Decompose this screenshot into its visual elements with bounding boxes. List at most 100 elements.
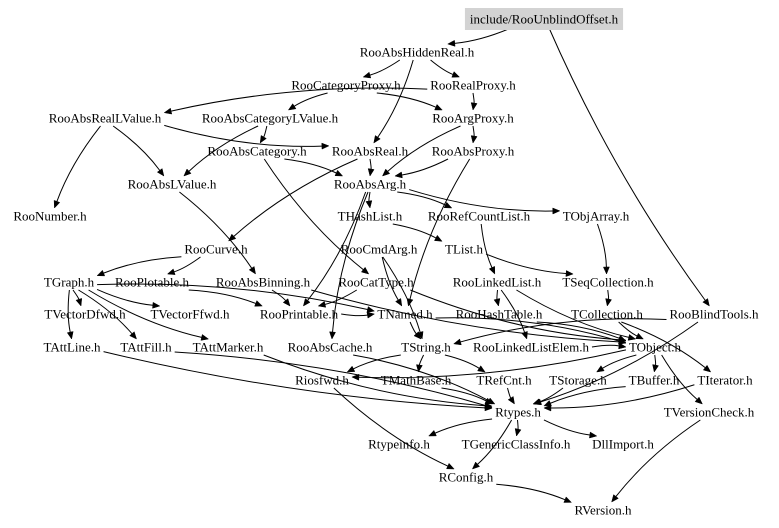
arrowhead-tobject-h — [617, 335, 627, 342]
arrowhead-rooprintable-h — [282, 298, 291, 307]
edge-tnamed-h-to-tstring-h — [409, 321, 417, 335]
node-tvectorffwd-h: TVectorFfwd.h — [150, 307, 230, 322]
edge-rooabsreallvalue-h-to-rooabslvalue-h — [112, 125, 161, 171]
arrowhead-tobject-h — [618, 342, 627, 350]
edge-rooabsreal-h-to-rooabsarg-h — [369, 158, 372, 170]
node-rooabsproxy-h: RooAbsProxy.h — [432, 144, 515, 159]
edge-rooabshiddenreal-h-to-roorealproxy-h — [430, 59, 454, 75]
node-dllimport-h: DllImport.h — [592, 437, 654, 452]
edge-tstorage-h-to-rtypes-h — [539, 387, 564, 403]
node-rooabsreal-h: RooAbsReal.h — [332, 144, 409, 159]
arrowhead-tnamed-h — [366, 306, 376, 313]
node-tmathbase-h: TMathBase.h — [381, 373, 452, 388]
dependency-nodes: include/RooUnblindOffset.hRooAbsHiddenRe… — [13, 8, 759, 518]
edge-rooargproxy-h-to-rooabsarg-h — [387, 125, 461, 172]
edge-rooabshiddenreal-h-to-rooabsreal-h — [377, 59, 414, 138]
node-roolinkedlist-h: RooLinkedList.h — [453, 275, 542, 290]
edge-rooabsproxy-h-to-tnamed-h — [409, 158, 471, 300]
edge-tgraph-h-to-tvectordfwd-h — [72, 289, 80, 300]
arrowhead-roocategoryproxy-h — [362, 71, 372, 79]
edge-roolinkedlist-h-to-roohashtable-h — [496, 289, 498, 300]
edge-rconfig-h-to-rversion-h — [496, 483, 566, 501]
arrowhead-rooprintable-h — [317, 301, 327, 308]
edge-rooabscategory-h-to-rooabsarg-h — [284, 158, 337, 174]
edge-rooabsbinning-h-to-rooprintable-h — [271, 289, 286, 301]
arrowhead-roolinkedlistelem-h — [521, 331, 528, 340]
arrowhead-rooabslvalue-h — [183, 168, 192, 177]
arrowhead-tobject-h — [635, 332, 644, 340]
edge-tmathbase-h-to-rtypes-h — [441, 387, 487, 402]
arrowhead-roohashtable-h — [493, 298, 501, 307]
arrowhead-rooabscategorylvalue-h — [287, 103, 297, 111]
edge-rooabscategorylvalue-h-to-rooabscategory-h — [263, 125, 268, 138]
edge-tstring-h-to-riosfwd-h — [353, 354, 401, 370]
arrowhead-roocattype-h — [360, 266, 370, 275]
node-tseqcollection-h: TSeqCollection.h — [562, 275, 654, 290]
edge-tgraph-h-to-tattfill-h — [78, 289, 133, 335]
node-tcollection-h: TCollection.h — [571, 307, 643, 322]
arrowhead-rooprintable-h — [302, 298, 311, 307]
edge-trefcnt-h-to-rtypes-h — [507, 387, 512, 399]
arrowhead-rooprintable-h — [254, 300, 263, 307]
arrowhead-tnamed-h — [395, 298, 403, 307]
node-tbuffer-h: TBuffer.h — [629, 373, 680, 388]
arrowhead-rooabsreal-h — [373, 135, 381, 144]
node-rooabscache-h: RooAbsCache.h — [288, 340, 373, 355]
arrowhead-rtypes-h — [532, 398, 541, 405]
edge-roocmdarg-h-to-tnamed-h — [381, 256, 399, 301]
edge-rooblindtools-h-to-rtypes-h — [540, 321, 699, 403]
node-rooplotable-h: RooPlotable.h — [115, 275, 190, 290]
edge-roolinkedlist-h-to-tobject-h — [516, 289, 629, 338]
node-rooabscategorylvalue-h: RooAbsCategoryLValue.h — [202, 111, 339, 126]
node-tgenericclassinfo-h: TGenericClassInfo.h — [462, 437, 571, 452]
edge-roocategoryproxy-h-to-rooabscategorylvalue-h — [294, 92, 328, 107]
node-riosfwd-h: Riosfwd.h — [295, 373, 349, 388]
edge-rooabscache-h-to-rtypes-h — [353, 354, 489, 402]
edge-roorealproxy-h-to-rooargproxy-h — [472, 92, 475, 104]
edge-rooabsarg-h-to-rooprintable-h — [307, 191, 367, 301]
edge-roohashtable-h-to-tobject-h — [536, 321, 620, 339]
arrowhead-tseqcollection-h — [565, 270, 574, 277]
edge-tcollection-h-to-titerator-h — [621, 321, 706, 369]
arrowhead-rooabshiddenreal-h — [447, 39, 456, 47]
node-roohashtable-h: RooHashTable.h — [456, 307, 543, 322]
edge-roocurve-h-to-rooplotable-h — [174, 256, 201, 273]
arrowhead-titerator-h — [702, 364, 712, 373]
edge-tversioncheck-h-to-rversion-h — [615, 419, 701, 497]
node-rooprintable-h: RooPrintable.h — [260, 307, 339, 322]
arrowhead-rversion-h — [563, 496, 573, 503]
node-tattfill-h: TAttFill.h — [120, 340, 172, 355]
edge-rooabsreallvalue-h-to-rooabsreal-h — [164, 124, 322, 147]
arrowhead-rooabsarg-h — [334, 169, 344, 177]
arrowhead-dllimport-h — [589, 431, 598, 439]
arrowhead-roonumber-h — [53, 200, 61, 209]
arrowhead-tversioncheck-h — [694, 396, 703, 405]
edge-rooprintable-h-to-tnamed-h — [341, 313, 368, 317]
arrowhead-rtypes-h — [484, 402, 493, 410]
edge-roorealproxy-h-to-rooabsreallvalue-h — [170, 87, 428, 112]
arrowhead-tseqcollection-h — [603, 266, 610, 275]
arrowhead-tattfill-h — [129, 331, 137, 340]
node-trefcnt-h: TRefCnt.h — [476, 373, 532, 388]
edge-rooplotable-h-to-rooprintable-h — [188, 289, 256, 304]
edge-roocategoryproxy-h-to-rooargproxy-h — [376, 92, 437, 108]
root-node-box — [464, 8, 624, 30]
edge-tattfill-h-to-rtypes-h — [174, 351, 486, 406]
node-include-roounblindoffset-h: include/RooUnblindOffset.h — [470, 12, 619, 27]
arrowhead-rooabsarg-h — [367, 168, 375, 177]
node-thashlist-h: THashList.h — [338, 209, 403, 224]
node-rversion-h: RVersion.h — [574, 503, 632, 518]
arrowhead-thashlist-h — [365, 200, 373, 209]
edge-rtypes-h-to-rconfig-h — [477, 419, 513, 465]
arrowhead-tmathbase-h — [416, 364, 423, 373]
arrowhead-rooabsreal-h — [321, 142, 330, 150]
arrowhead-rtypes-h — [543, 400, 552, 407]
arrowhead-tattline-h — [66, 331, 74, 340]
arrowhead-trefcnt-h — [477, 365, 486, 373]
edge-tgraph-h-to-tvectorffwd-h — [96, 288, 153, 306]
node-tnamed-h: TNamed.h — [377, 307, 433, 322]
edge-rooargproxy-h-to-rooabsproxy-h — [472, 125, 475, 137]
edge-tseqcollection-h-to-tcollection-h — [607, 289, 610, 300]
node-roocurve-h: RooCurve.h — [184, 242, 248, 257]
